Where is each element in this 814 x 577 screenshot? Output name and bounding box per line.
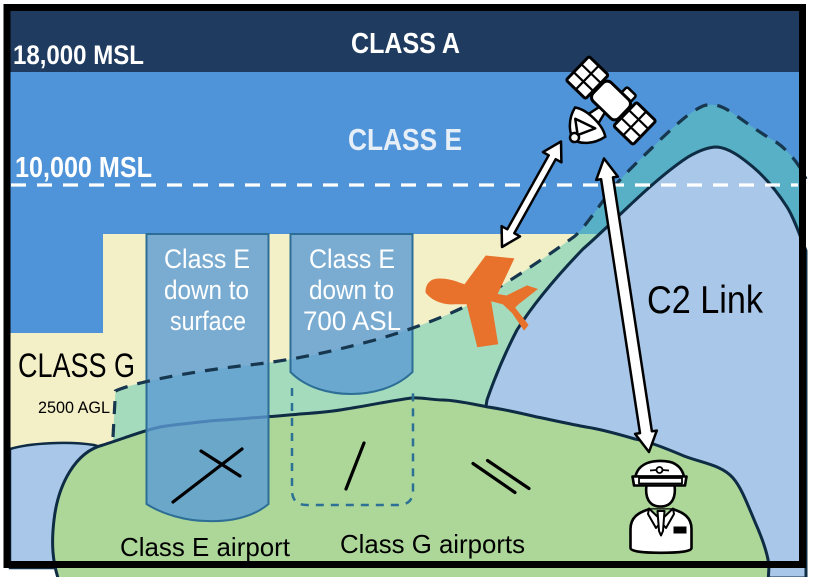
svg-text:surface: surface [170,306,246,336]
svg-text:Class E airport: Class E airport [120,532,291,562]
svg-text:10,000 MSL: 10,000 MSL [15,152,152,184]
svg-text:2500 AGL: 2500 AGL [38,398,110,417]
svg-text:down to: down to [309,275,394,305]
svg-text:C2 Link: C2 Link [647,279,763,322]
svg-text:Class E: Class E [309,244,395,274]
svg-text:CLASS E: CLASS E [348,122,462,157]
svg-text:18,000 MSL: 18,000 MSL [13,40,144,70]
svg-text:Class E: Class E [164,244,250,274]
svg-text:Class G airports: Class G airports [340,529,525,559]
svg-text:CLASS G: CLASS G [18,347,135,385]
svg-text:700 ASL: 700 ASL [303,306,401,336]
svg-text:down to: down to [164,275,249,305]
svg-text:CLASS A: CLASS A [351,28,460,60]
